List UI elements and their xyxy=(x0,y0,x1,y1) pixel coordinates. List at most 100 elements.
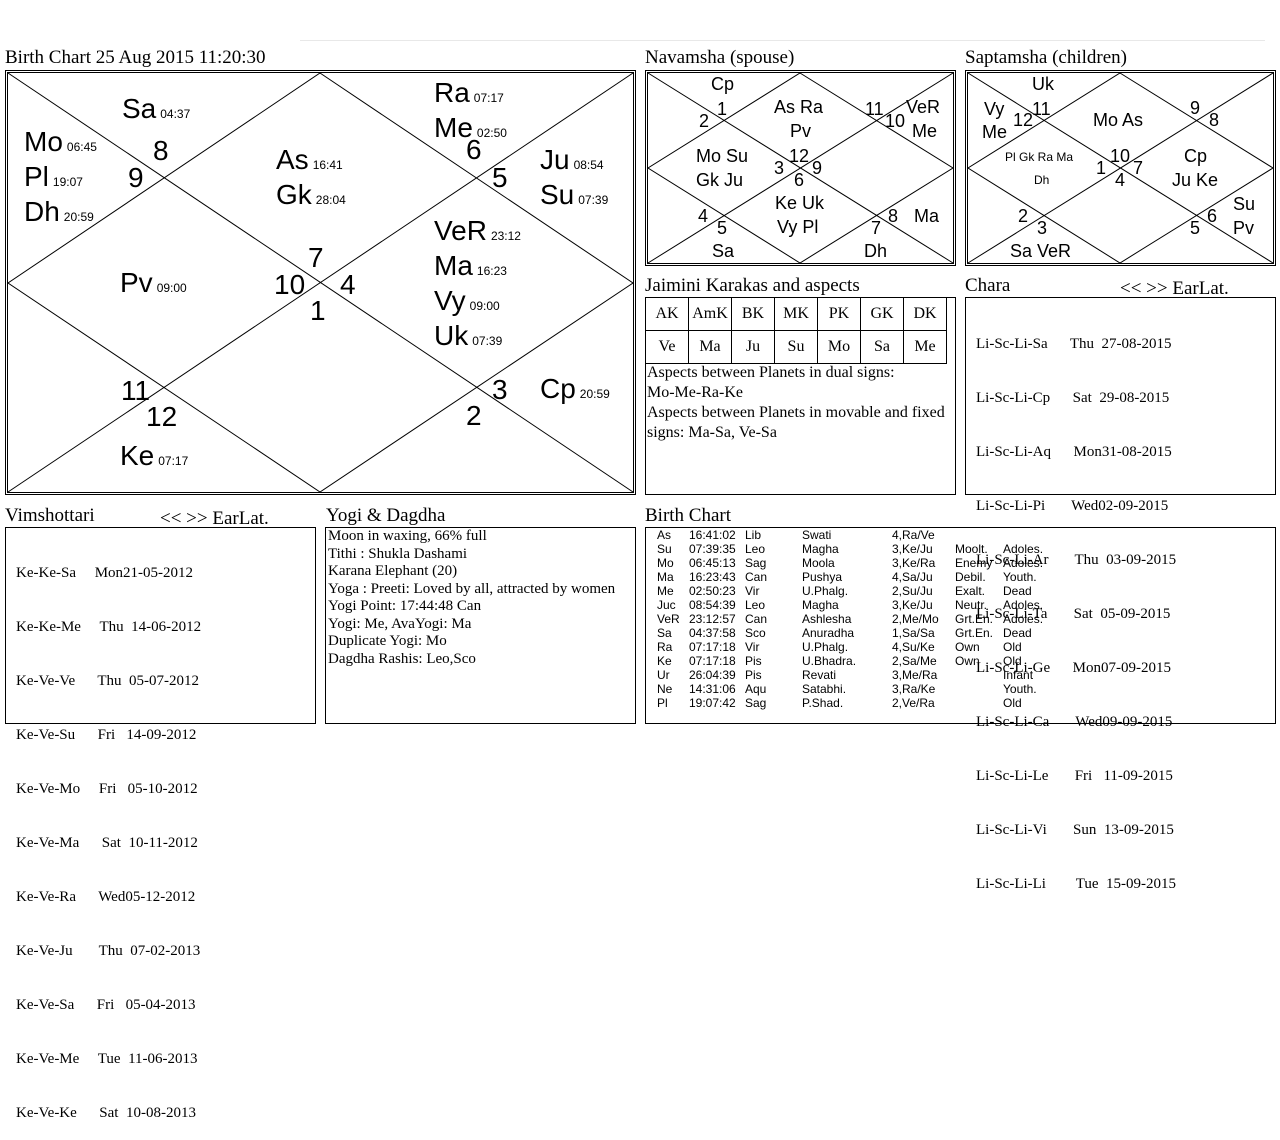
table-cell: 3,Ke/Ju xyxy=(892,542,933,556)
table-cell: 07:17:18 xyxy=(689,654,736,668)
list-item: Ke-Ve-Sa Fri 05-04-2013 xyxy=(16,997,196,1013)
list-item: Li-Sc-Li-Ar Thu 03-09-2015 xyxy=(976,552,1177,568)
birth-chart-title: Birth Chart 25 Aug 2015 11:20:30 xyxy=(5,47,266,68)
table-cell: Pis xyxy=(745,668,762,682)
yogi-panel xyxy=(325,527,636,724)
navamsha-frame xyxy=(645,70,956,266)
table-cell: Neutr. xyxy=(955,598,988,612)
yogi-line: Yogi: Me, AvaYogi: Ma xyxy=(328,615,472,632)
house-number: 4 xyxy=(340,269,356,300)
karaka-header: DK xyxy=(903,297,947,331)
navamsha-label: Ke Uk xyxy=(775,193,825,213)
top-divider xyxy=(300,40,1265,41)
navamsha-label: 10 xyxy=(885,111,905,131)
saptamsha-label: 8 xyxy=(1209,110,1219,130)
table-cell: 16:23:43 xyxy=(689,570,736,584)
saptamsha-label: 6 xyxy=(1207,206,1217,226)
list-item: Ke-Ve-Me Tue 11-06-2013 xyxy=(16,1051,198,1067)
yogi-line: Dagdha Rashis: Leo,Sco xyxy=(328,650,476,667)
table-cell: Adoles. xyxy=(1003,556,1044,570)
table-cell: Me xyxy=(657,584,674,598)
chara-nav-button[interactable]: << >> EarLat. xyxy=(1120,278,1229,299)
table-cell: Ashlesha xyxy=(802,612,852,626)
table-cell: Sa xyxy=(657,626,672,640)
table-cell: VeR xyxy=(657,612,680,626)
table-cell: Youth. xyxy=(1003,570,1037,584)
table-cell: Infant xyxy=(1003,668,1034,682)
yogi-line: Yogi Point: 17:44:48 Can xyxy=(328,598,482,614)
aspects-movable: Aspects between Planets in movable and f… xyxy=(647,404,945,441)
table-cell: Pushya xyxy=(802,570,843,584)
table-cell: 3,Me/Ra xyxy=(892,668,938,682)
karakas-value-row: Ve Ma Ju Su Mo Sa Me xyxy=(645,330,947,364)
table-cell: Old xyxy=(1003,640,1022,654)
karaka-header: AK xyxy=(645,297,689,331)
table-cell: Youth. xyxy=(1003,682,1037,696)
house-number: 12 xyxy=(146,401,177,432)
house-number: 1 xyxy=(310,295,326,326)
birth-chart-frame xyxy=(5,70,636,495)
table-cell: U.Phalg. xyxy=(802,640,849,654)
karakas-table: AK AmK BK MK PK GK DK Ve Ma Ju Su Mo Sa … xyxy=(645,297,947,364)
navamsha-label: Vy Pl xyxy=(777,217,818,237)
table-cell: Swati xyxy=(802,528,832,542)
karaka-header: AmK xyxy=(688,297,732,331)
table-cell: Dead xyxy=(1003,584,1032,598)
table-cell: Sag xyxy=(745,696,767,710)
table-cell: 4,Ra/Ve xyxy=(892,528,935,542)
table-cell: Old xyxy=(1003,654,1022,668)
table-cell: Ur xyxy=(657,668,670,682)
navamsha-label: 5 xyxy=(717,218,727,238)
table-cell: Ra xyxy=(657,640,673,654)
navamsha-label: 11 xyxy=(865,99,884,119)
saptamsha-label: 5 xyxy=(1190,218,1200,238)
navamsha-title: Navamsha (spouse) xyxy=(645,47,795,68)
house-number: 6 xyxy=(466,134,482,165)
table-cell: Adoles. xyxy=(1003,612,1044,626)
table-cell: 04:37:58 xyxy=(689,626,736,640)
table-cell: Leo xyxy=(745,598,766,612)
table-cell: 4,Sa/Ju xyxy=(892,570,933,584)
vimshottari-panel xyxy=(5,527,316,724)
table-cell: As xyxy=(657,528,672,542)
navamsha-label: Pv xyxy=(790,121,811,141)
list-item: Li-Sc-Li-Li Tue 15-09-2015 xyxy=(976,876,1176,892)
karaka-header: GK xyxy=(860,297,904,331)
navamsha-label: VeR xyxy=(906,97,940,117)
table-cell: Can xyxy=(745,612,768,626)
navamsha-label: Cp xyxy=(711,74,734,94)
list-item: Ke-Ve-Su Fri 14-09-2012 xyxy=(16,727,197,743)
table-cell: Lib xyxy=(745,528,762,542)
table-cell: 3,Ke/Ju xyxy=(892,598,933,612)
vimshottari-nav-button[interactable]: << >> EarLat. xyxy=(160,508,269,529)
table-cell: Ke xyxy=(657,654,672,668)
saptamsha-label: 7 xyxy=(1133,158,1143,178)
house-number: 11 xyxy=(121,375,150,406)
table-cell: Pis xyxy=(745,654,762,668)
navamsha-label: 4 xyxy=(698,206,708,226)
karaka-value: Sa xyxy=(860,330,904,364)
list-item: Li-Sc-Li-Pi Wed02-09-2015 xyxy=(976,498,1169,514)
table-cell: Leo xyxy=(745,542,766,556)
saptamsha-label: Dh xyxy=(1034,173,1049,187)
navamsha-label: Sa xyxy=(712,241,735,261)
table-cell: Ma xyxy=(657,570,674,584)
navamsha-label: 7 xyxy=(871,218,881,238)
yogi-line: Karana Elephant (20) xyxy=(328,563,458,579)
